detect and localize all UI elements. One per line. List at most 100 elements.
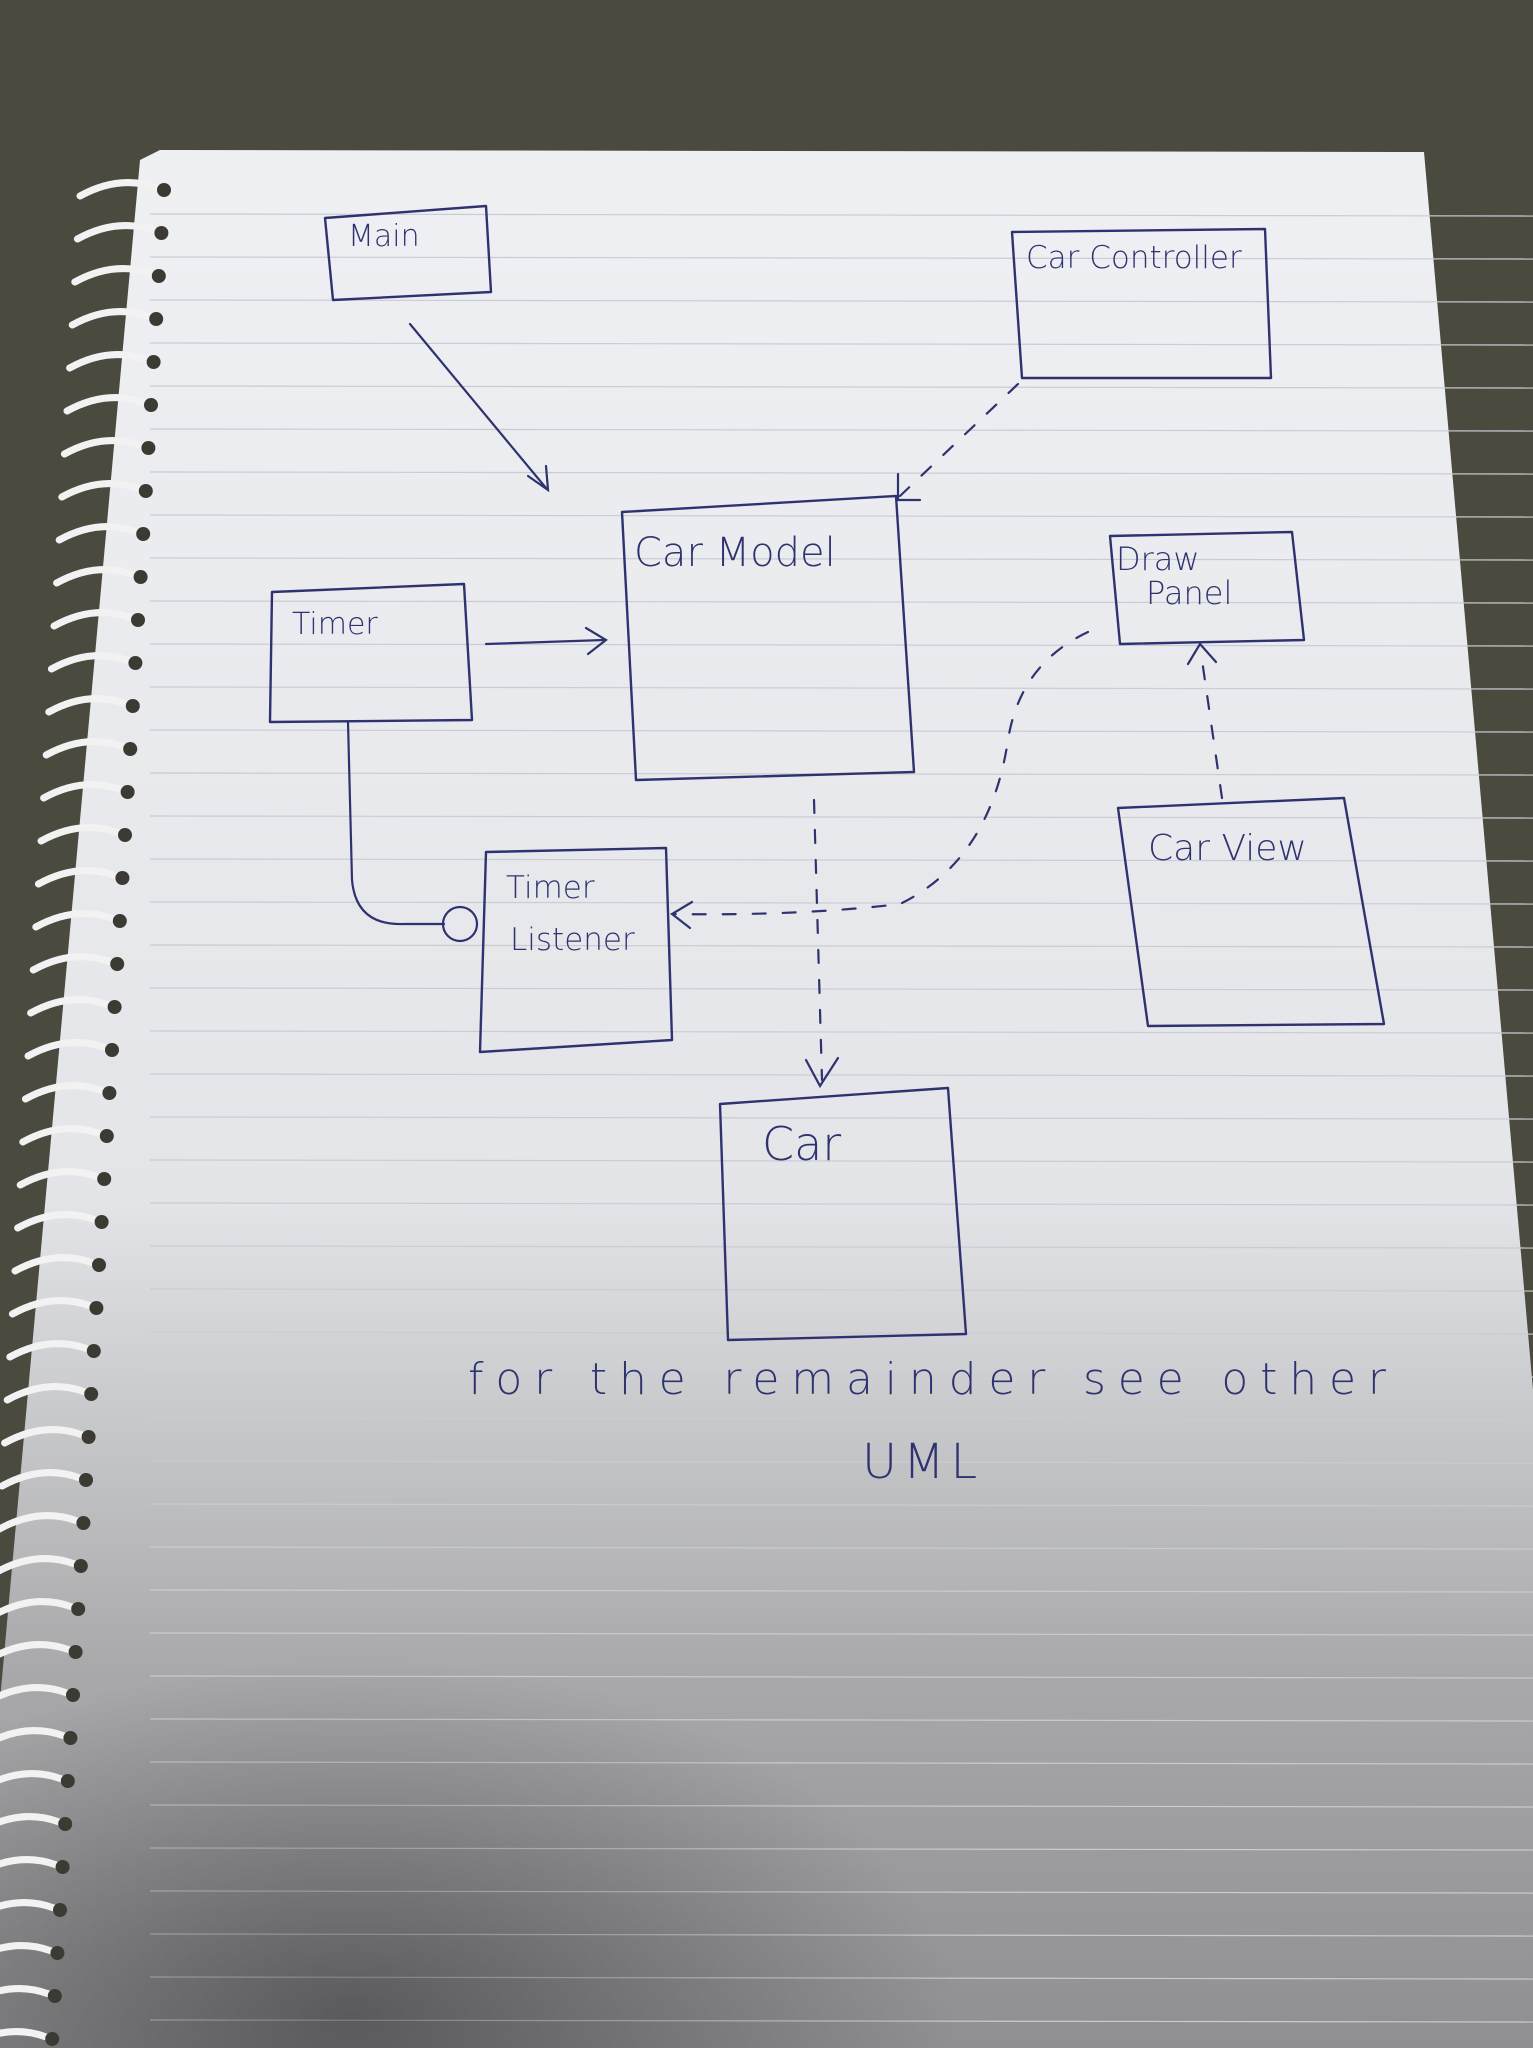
spiral-coil [0,1985,53,1998]
spiral-coil [0,1641,74,1658]
binding-hole [131,613,145,627]
spiral-coil [0,1555,79,1575]
ruled-line [149,1116,1533,1120]
spiral-coil [0,1942,55,1955]
class-label-draw-panel-line1: Draw [1116,540,1200,578]
binding-hole [58,1817,73,1831]
spiral-coil [11,1254,97,1275]
ruled-line [149,1374,1533,1378]
ruled-line [149,987,1533,991]
binding-hole [120,785,135,799]
spiral-coil [29,953,115,974]
binding-hole [45,2032,60,2046]
spiral-coil [73,222,159,243]
binding-hole [154,226,169,240]
spiral-coil [63,394,149,415]
spiral-coil [34,867,120,888]
binding-hole [84,1387,99,1401]
binding-hole [68,1645,83,1659]
spiral-coil [0,1727,68,1742]
class-box-draw-panel: Draw Panel [1108,530,1306,646]
binding-hole [118,828,132,842]
class-box-car-model: Car Model [620,494,916,782]
class-label-timer: Timer [292,607,378,642]
spiral-coil [50,609,136,630]
spiral-coil [8,1297,94,1318]
interface-circle-icon [441,905,479,943]
class-label-car-model: Car Model [634,530,836,576]
binding-hole [97,1172,112,1186]
binding-hole [149,312,164,326]
spiral-coil [45,695,131,716]
binding-hole [107,1000,122,1014]
binding-hole [112,914,127,928]
binding-hole [146,355,161,369]
binding-hole [125,699,140,713]
spiral-coil [68,308,154,329]
class-box-car-view: Car View [1116,796,1386,1028]
binding-hole [123,742,138,756]
relation-main-to-car-model [408,322,550,493]
binding-hole [63,1731,78,1745]
spiral-coil [53,566,139,587]
binding-hole [55,1860,70,1874]
ruled-line [149,1030,1533,1034]
binding-hole [128,656,143,670]
ruled-line [149,944,1533,948]
ruled-line [149,600,1533,604]
spiral-binding [0,179,171,2046]
ruled-line [149,428,1533,432]
binding-hole [86,1344,101,1358]
spiral-coil [0,1684,71,1700]
binding-hole [73,1559,88,1573]
note-line-2: UML [862,1434,983,1490]
spiral-coil [47,652,133,673]
spiral-coil [0,1770,66,1784]
spiral-coil [0,2028,50,2041]
ruled-line [149,557,1533,561]
note-line-1: for the remainder see other [468,1354,1408,1405]
binding-hole [141,441,156,455]
binding-hole [102,1086,117,1100]
binding-hole [60,1774,75,1788]
spiral-coil [1,1426,87,1447]
binding-hole [136,527,151,541]
binding-hole [110,957,125,971]
class-label-draw-panel-line2: Panel [1146,574,1232,612]
spiral-coil [19,1125,105,1146]
relation-car-view-to-draw-panel [1186,642,1224,800]
spiral-coil [32,910,118,931]
spiral-coil [0,1512,81,1533]
spiral-coil [21,1082,107,1103]
binding-hole [79,1473,93,1487]
binding-hole [144,398,158,412]
ruled-line [149,643,1533,647]
class-label-timer-listener-line1: Timer [506,870,595,906]
class-label-car-view: Car View [1148,828,1307,869]
uml-diagram: Main Car Controller Car Model Timer Draw… [268,204,1408,1490]
relation-timer-to-car-model [484,626,608,656]
class-box-car: Car [718,1086,968,1342]
binding-hole [151,269,166,283]
binding-hole [50,1946,65,1960]
ruled-line [149,815,1533,819]
ruled-line [149,858,1533,862]
ruled-line [149,1245,1533,1249]
binding-hole [71,1602,86,1616]
class-label-main: Main [348,219,420,254]
ruled-line [149,1202,1533,1206]
relation-car-model-to-car [804,798,840,1089]
spiral-coil [0,1899,58,1912]
spiral-coil [14,1211,100,1232]
binding-hole [105,1043,119,1057]
binding-hole [99,1129,114,1143]
spiral-coil [42,738,128,759]
relation-draw-panel-to-timer-listener [670,630,1090,930]
ruled-line [149,299,1533,303]
class-label-car: Car [762,1117,841,1171]
spiral-coil [0,1469,84,1490]
binding-hole [53,1903,67,1917]
spiral-coil [37,824,123,845]
binding-hole [76,1516,91,1530]
